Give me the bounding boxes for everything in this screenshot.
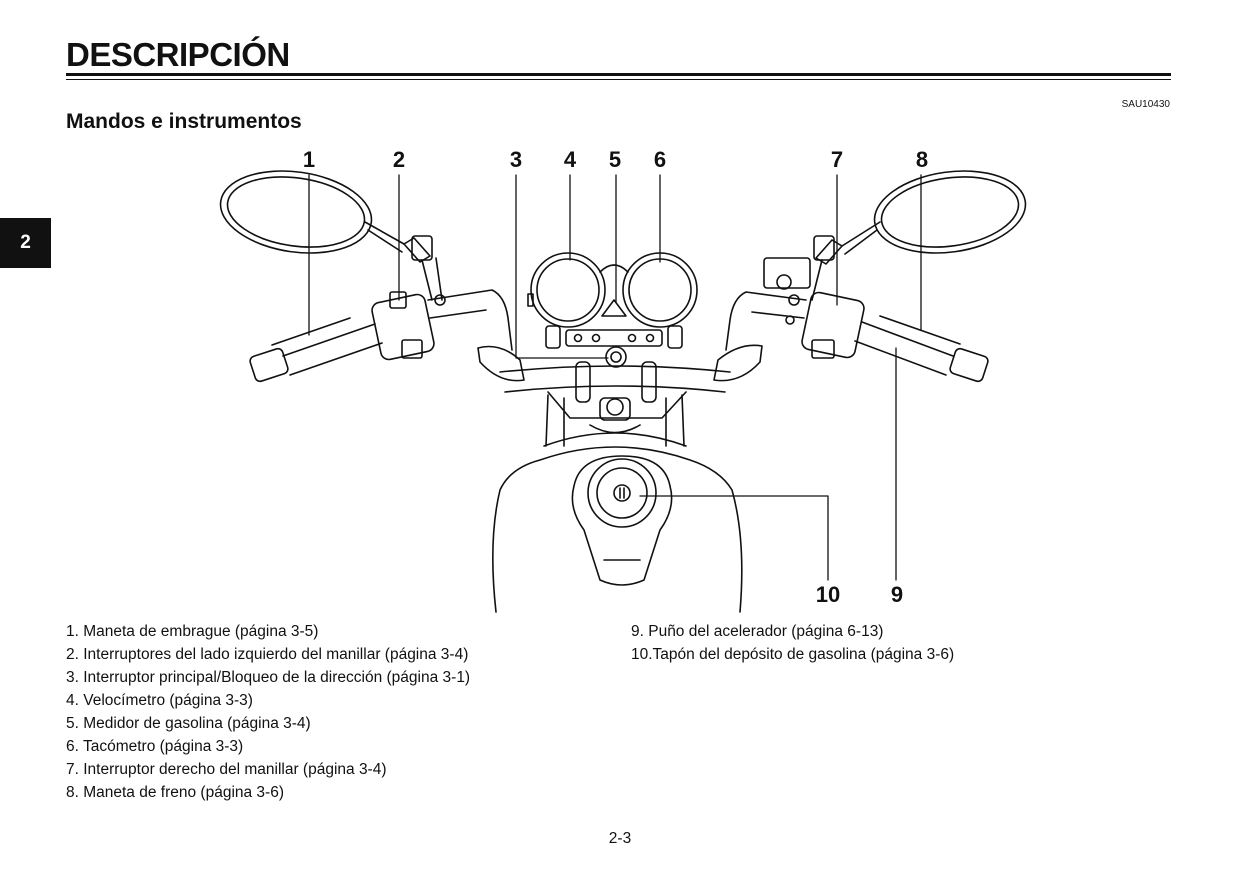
legend-item-3: 3. Interruptor principal/Bloqueo de la d… xyxy=(66,669,471,686)
document-code: SAU10430 xyxy=(1121,99,1170,110)
callout-leader-lines xyxy=(308,174,922,581)
left-handlebar xyxy=(249,235,525,383)
right-handlebar xyxy=(713,235,989,383)
right-mirror xyxy=(815,170,1027,265)
callout-1: 1 xyxy=(303,147,315,172)
legend-item-5: 5. Medidor de gasolina (página 3-4) xyxy=(66,715,311,732)
legend-left-column: 1. Maneta de embrague (página 3-5) 2. In… xyxy=(66,620,470,804)
callout-10: 10 xyxy=(816,582,840,607)
legend-right-column: 9. Puño del acelerador (página 6-13) 10.… xyxy=(631,620,954,666)
page-title: DESCRIPCIÓN xyxy=(66,36,290,73)
legend-item-9: 9. Puño del acelerador (página 6-13) xyxy=(631,623,884,640)
legend-item-8: 8. Maneta de freno (página 3-6) xyxy=(66,784,284,801)
legend-item-1: 1. Maneta de embrague (página 3-5) xyxy=(66,623,319,640)
legend-item-10: 10.Tapón del depósito de gasolina (págin… xyxy=(631,646,955,663)
page-number: 2-3 xyxy=(608,830,632,847)
chapter-tab: 2 xyxy=(0,218,51,268)
callout-5: 5 xyxy=(609,147,621,172)
legend-item-6: 6. Tacómetro (página 3-3) xyxy=(66,738,244,755)
legend-item-7: 7. Interruptor derecho del manillar (pág… xyxy=(66,761,387,778)
callout-7: 7 xyxy=(831,147,843,172)
callout-8: 8 xyxy=(916,147,928,172)
instrument-cluster xyxy=(499,252,731,447)
callout-3: 3 xyxy=(510,147,522,172)
callout-4: 4 xyxy=(564,147,577,172)
callout-2: 2 xyxy=(393,147,405,172)
header-rule-thin xyxy=(66,79,1171,80)
section-title: Mandos e instrumentos xyxy=(66,110,302,133)
header-rule-thick xyxy=(66,73,1171,76)
callout-numbers: 1 2 3 4 5 6 7 8 10 9 xyxy=(303,147,928,607)
legend-item-2: 2. Interruptores del lado izquierdo del … xyxy=(66,646,469,663)
callout-6: 6 xyxy=(654,147,666,172)
left-mirror xyxy=(219,170,431,263)
callout-9: 9 xyxy=(891,582,903,607)
legend-item-4: 4. Velocímetro (página 3-3) xyxy=(66,692,253,709)
fuel-tank xyxy=(492,446,743,613)
